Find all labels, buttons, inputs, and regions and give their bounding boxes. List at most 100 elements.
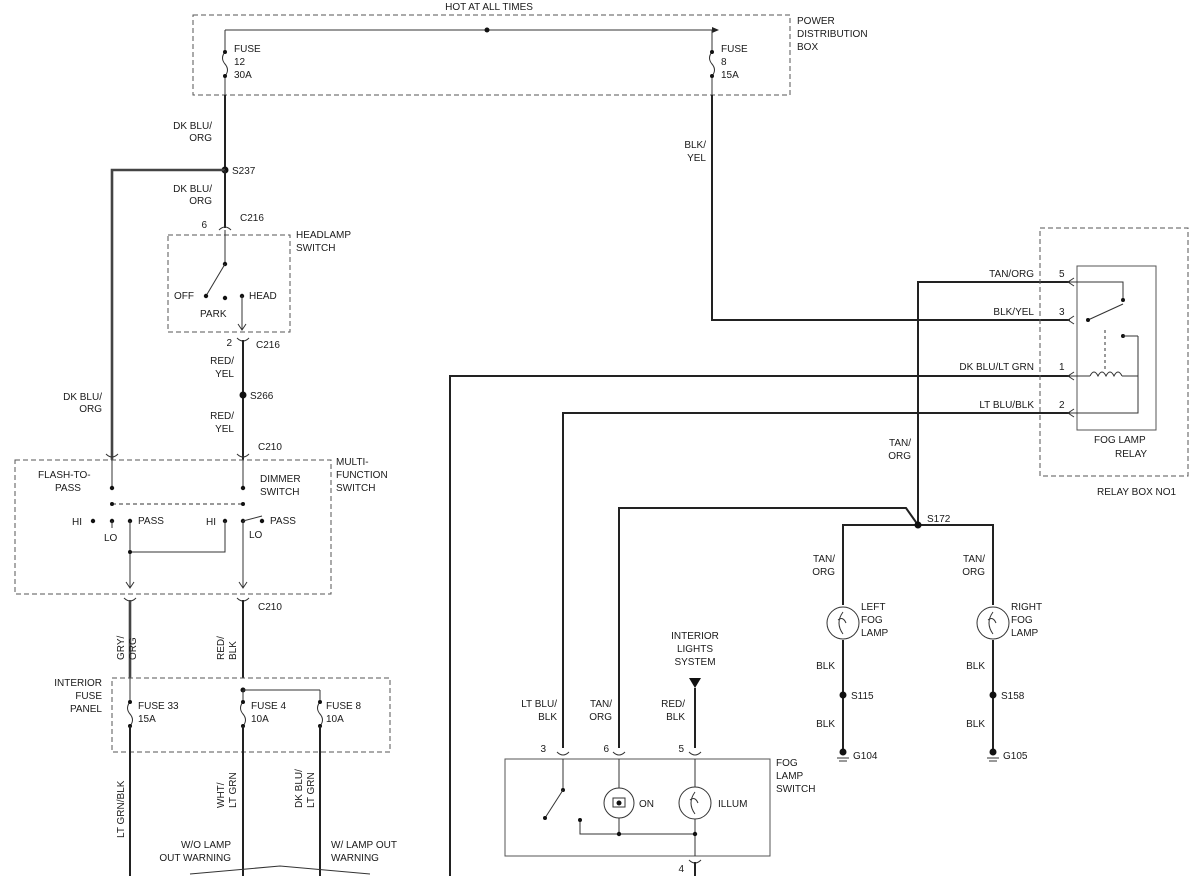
wire-tan-org-right-b: ORG: [962, 567, 985, 578]
flash-lo-label: LO: [104, 533, 118, 544]
w-lamp-out-label-1: W/ LAMP OUT: [331, 840, 397, 851]
interior-lights-input: INTERIOR LIGHTS SYSTEM RED/ BLK LT BLU/ …: [521, 631, 719, 748]
fls-pin3: 3: [540, 744, 546, 755]
fls-label-3: SWITCH: [776, 784, 815, 795]
wire-lt-blu-blk-a: LT BLU/: [521, 699, 557, 710]
flash-to-pass-label-1: FLASH-TO-: [38, 470, 91, 481]
wire-dk-blu-org-3a: DK BLU/: [63, 392, 102, 403]
interior-fuse-feed: GRY/ ORG RED/ BLK: [116, 600, 244, 678]
headlamp-feed-circuit: DK BLU/ ORG S237 DK BLU/ ORG C216 6 DK B…: [63, 95, 264, 460]
wire-dk-blu-org-2b: ORG: [189, 196, 212, 207]
connector-c210-top: C210: [258, 442, 282, 453]
interior-fuse-panel: INTERIOR FUSE PANEL FUSE 33 15A FUSE 4 1…: [54, 677, 391, 753]
fls-on-label: ON: [639, 799, 654, 810]
left-fog-lamp-label-2: FOG: [861, 615, 883, 626]
left-fog-lamp-label-3: LAMP: [861, 628, 889, 639]
relay-pin5-wire: TAN/ORG: [989, 269, 1034, 280]
ground-g105: G105: [1003, 751, 1028, 762]
dimmer-pass-label: PASS: [270, 516, 296, 527]
right-fog-lamp: RIGHT FOG LAMP BLK S158 BLK G105: [966, 602, 1042, 762]
interior-lights-label-1: INTERIOR: [671, 631, 719, 642]
wire-red-blk-a: RED/: [216, 636, 227, 660]
connector-c216-pin2: 2: [226, 338, 232, 349]
ifp-label-2: FUSE: [75, 691, 102, 702]
right-fog-lamp-label-3: LAMP: [1011, 628, 1039, 639]
splice-s266-label: S266: [250, 391, 274, 402]
ifp-label-1: INTERIOR: [54, 678, 102, 689]
fuse8-number: 8: [721, 57, 727, 68]
wire-dk-blu-org-2a: DK BLU/: [173, 184, 212, 195]
connector-c216-top: C216: [240, 213, 264, 224]
wire-blk-yel-a: BLK/: [684, 140, 706, 151]
relay-pin1: 1: [1059, 362, 1065, 373]
headlamp-off-label: OFF: [174, 291, 194, 302]
fuse8-panel-name: FUSE 8: [326, 701, 361, 712]
wire-tan-org-switch-b: ORG: [589, 712, 612, 723]
flash-hi-label: HI: [72, 517, 82, 528]
wire-tan-org-left-a: TAN/: [813, 554, 835, 565]
splice-s158: [989, 691, 997, 699]
relay-box: TAN/ORG 5 BLK/YEL 3 DK BLU/LT GRN 1 LT B…: [959, 227, 1189, 498]
flash-to-pass-label-2: PASS: [55, 483, 81, 494]
fls-pin5: 5: [678, 744, 684, 755]
fuse33-rating: 15A: [138, 714, 156, 725]
dimmer-feed-circuit: RED/ YEL S266 RED/ YEL C210: [210, 340, 282, 460]
wire-tan-org-main-a: TAN/: [889, 438, 911, 449]
wire-red-blk-interior-b: BLK: [666, 712, 685, 723]
fuse12-name: FUSE: [234, 44, 261, 55]
dimmer-label-1: DIMMER: [260, 474, 301, 485]
fls-illum-label: ILLUM: [718, 799, 747, 810]
wire-dk-blu-org-1a: DK BLU/: [173, 121, 212, 132]
wire-tan-org-right-a: TAN/: [963, 554, 985, 565]
splice-s172: [914, 521, 922, 529]
pdb-label-1: POWER: [797, 16, 835, 27]
headlamp-head-label: HEAD: [249, 291, 277, 302]
interior-lights-label-2: LIGHTS: [677, 644, 713, 655]
interior-lights-label-3: SYSTEM: [674, 657, 715, 668]
wire-gry-org-b: ORG: [128, 637, 139, 660]
relay-pin2-wire: LT BLU/BLK: [979, 400, 1034, 411]
right-fog-lamp-label-2: FOG: [1011, 615, 1033, 626]
wire-wht-lt-grn-b: LT GRN: [228, 772, 239, 808]
mfs-label-1: MULTI-: [336, 457, 369, 468]
wire-dk-blu-org-3b: ORG: [79, 404, 102, 415]
relay-pin5: 5: [1059, 269, 1065, 280]
left-fog-lamp-label-1: LEFT: [861, 602, 885, 613]
headlamp-park-label: PARK: [200, 309, 227, 320]
ground-g104: G104: [853, 751, 878, 762]
relay-pin2: 2: [1059, 400, 1065, 411]
power-distribution-box: HOT AT ALL TIMES POWER DISTRIBUTION BOX …: [192, 2, 868, 96]
fls-pin4: 4: [678, 864, 684, 875]
fls-label-1: FOG: [776, 758, 798, 769]
right-fog-lamp-label-1: RIGHT: [1011, 602, 1042, 613]
wire-dk-blu-lt-grn-b: LT GRN: [306, 772, 317, 808]
wire-tan-org-switch-a: TAN/: [590, 699, 612, 710]
wire-dk-blu-lt-grn-a: DK BLU/: [294, 769, 305, 808]
multifunction-switch: FLASH-TO- PASS DIMMER SWITCH MULTI- FUNC…: [14, 453, 388, 613]
wire-red-blk-interior-a: RED/: [661, 699, 685, 710]
relay-box-label: RELAY BOX NO1: [1097, 487, 1177, 498]
wo-lamp-out-label-2: OUT WARNING: [159, 853, 231, 864]
wire-red-yel-2b: YEL: [215, 424, 234, 435]
fls-label-2: LAMP: [776, 771, 804, 782]
splice-s237-label: S237: [232, 166, 256, 177]
headlamp-switch-label-2: SWITCH: [296, 243, 335, 254]
wire-gry-org-a: GRY/: [116, 636, 127, 660]
relay-pin3-wire: BLK/YEL: [993, 307, 1034, 318]
headlamp-switch: OFF PARK HEAD HEADLAMP SWITCH 2 C216: [167, 226, 351, 351]
connector-c210-bottom: C210: [258, 602, 282, 613]
fuse8-panel-rating: 10A: [326, 714, 344, 725]
relay-feed-circuit: BLK/ YEL: [449, 95, 1070, 876]
connector-c216-bottom: C216: [256, 340, 280, 351]
splice-s115-label: S115: [851, 691, 874, 702]
fuse12-number: 12: [234, 57, 246, 68]
dimmer-lo-label: LO: [249, 530, 263, 541]
wire-tan-org-main-b: ORG: [888, 451, 911, 462]
wire-red-yel-2a: RED/: [210, 411, 234, 422]
connector-c216-pin6: 6: [201, 220, 207, 231]
headlamp-switch-label-1: HEADLAMP: [296, 230, 351, 241]
splice-s115: [839, 691, 847, 699]
wire-red-yel-1a: RED/: [210, 356, 234, 367]
pdb-label-3: BOX: [797, 42, 818, 53]
